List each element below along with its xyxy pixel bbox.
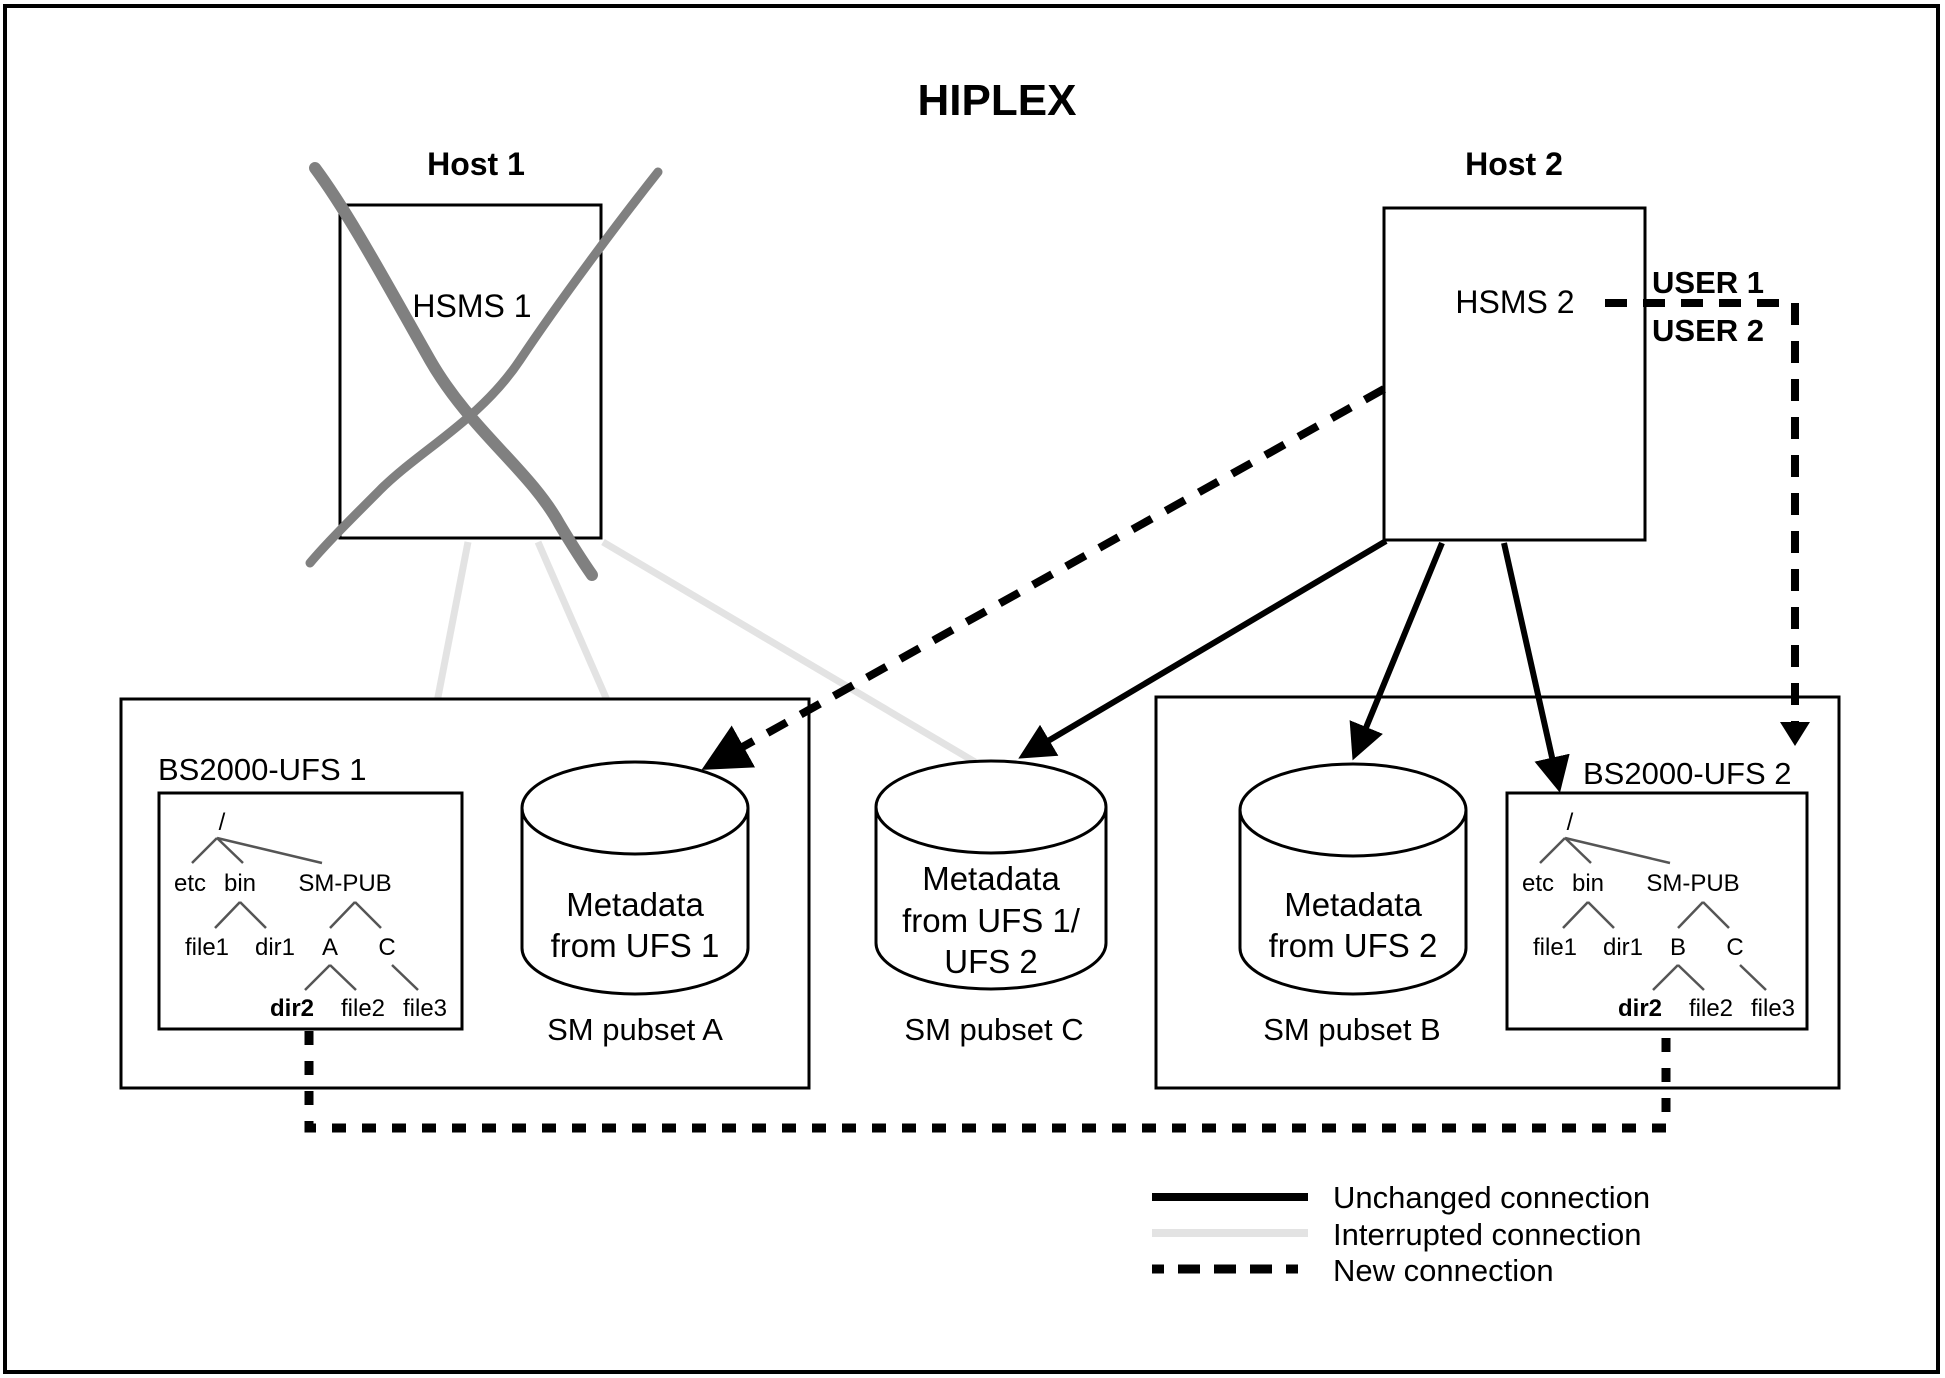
hsms1-label: HSMS 1 <box>412 288 531 324</box>
tree-node-etc: etc <box>174 870 206 897</box>
tree-node-dir2: dir2 <box>270 995 314 1022</box>
pubset-a-text-line1: Metadata <box>566 886 704 923</box>
ufs2-label: BS2000-UFS 2 <box>1583 756 1792 791</box>
tree-node-smpub: SM-PUB <box>1646 870 1739 897</box>
unchanged-connection-pubset-c <box>1018 538 1388 759</box>
pubset-b-text-line2: from UFS 2 <box>1269 927 1438 964</box>
tree-node-dir1: dir1 <box>1603 934 1643 961</box>
ufs2-tree: / etc bin SM-PUB file1 dir1 B C dir2 fil… <box>1505 791 1809 1031</box>
legend-interrupted-label: Interrupted connection <box>1333 1217 1642 1252</box>
tree-node-file1: file1 <box>1533 934 1577 961</box>
unchanged-connection-ufs2 <box>1501 542 1570 793</box>
tree-node-c: C <box>378 934 395 961</box>
tree-root: / <box>1567 809 1574 836</box>
tree-node-file1: file1 <box>185 934 229 961</box>
tree-node-c: C <box>1726 934 1743 961</box>
tree-node-dir2: dir2 <box>1618 995 1662 1022</box>
pubset-a-cylinder[interactable]: Metadata from UFS 1 <box>520 760 750 996</box>
unchanged-connection-pubset-b <box>1349 541 1445 761</box>
user1-label: USER 1 <box>1652 265 1764 300</box>
tree-node-dir1: dir1 <box>255 934 295 961</box>
tree-node-file2: file2 <box>1689 995 1733 1022</box>
tree-node-file2: file2 <box>341 995 385 1022</box>
hsms2-label: HSMS 2 <box>1455 284 1574 320</box>
pubset-a-text-line2: from UFS 1 <box>551 927 720 964</box>
ufs2-tree-box[interactable] <box>1505 791 1809 1031</box>
pubset-b-cylinder[interactable]: Metadata from UFS 2 <box>1238 762 1468 996</box>
legend-new-label: New connection <box>1333 1253 1554 1288</box>
tree-node-bin: bin <box>224 870 256 897</box>
user-arrowhead-icon <box>1780 722 1810 746</box>
outer-frame <box>3 4 1940 1374</box>
pubset-c-label: SM pubset C <box>904 1012 1083 1047</box>
pubset-b-text-line1: Metadata <box>1284 886 1422 923</box>
host2-label: Host 2 <box>1465 146 1563 182</box>
new-connection-users-ufs2 <box>1605 299 1799 725</box>
pubset-b-label: SM pubset B <box>1263 1012 1440 1047</box>
tree-node-smpub: SM-PUB <box>298 870 391 897</box>
legend: Unchanged connection Interrupted connect… <box>1152 1180 1650 1288</box>
tree-node-etc: etc <box>1522 870 1554 897</box>
diagram-title: HIPLEX <box>918 76 1077 125</box>
pubset-c-text-line2: from UFS 1/ <box>902 902 1081 939</box>
new-connection-pubset-a <box>701 385 1386 770</box>
ufs1-label: BS2000-UFS 1 <box>158 752 367 787</box>
interrupted-connection-pubset-c <box>601 538 977 766</box>
pubset-a-label: SM pubset A <box>547 1012 723 1047</box>
tree-node-a: A <box>322 934 338 961</box>
pubset-c-cylinder[interactable]: Metadata from UFS 1/ UFS 2 <box>874 759 1108 991</box>
host2-box[interactable] <box>1382 206 1647 542</box>
tree-node-bin: bin <box>1572 870 1604 897</box>
tree-node-b: B <box>1670 934 1686 961</box>
user2-label: USER 2 <box>1652 313 1764 348</box>
host1-label: Host 1 <box>427 146 525 182</box>
tree-node-file3: file3 <box>403 995 447 1022</box>
ufs1-tree-box[interactable] <box>157 791 464 1031</box>
new-connection-tree-link <box>304 1031 1671 1133</box>
legend-unchanged-label: Unchanged connection <box>1333 1180 1650 1215</box>
pubset-c-text-line3: UFS 2 <box>944 943 1038 980</box>
ufs1-tree: / etc bin SM-PUB file1 dir1 A C dir2 fil… <box>157 791 464 1031</box>
failed-cross-icon <box>305 162 663 581</box>
pubset-c-text-line1: Metadata <box>922 860 1060 897</box>
tree-node-file3: file3 <box>1751 995 1795 1022</box>
tree-root: / <box>219 809 226 836</box>
